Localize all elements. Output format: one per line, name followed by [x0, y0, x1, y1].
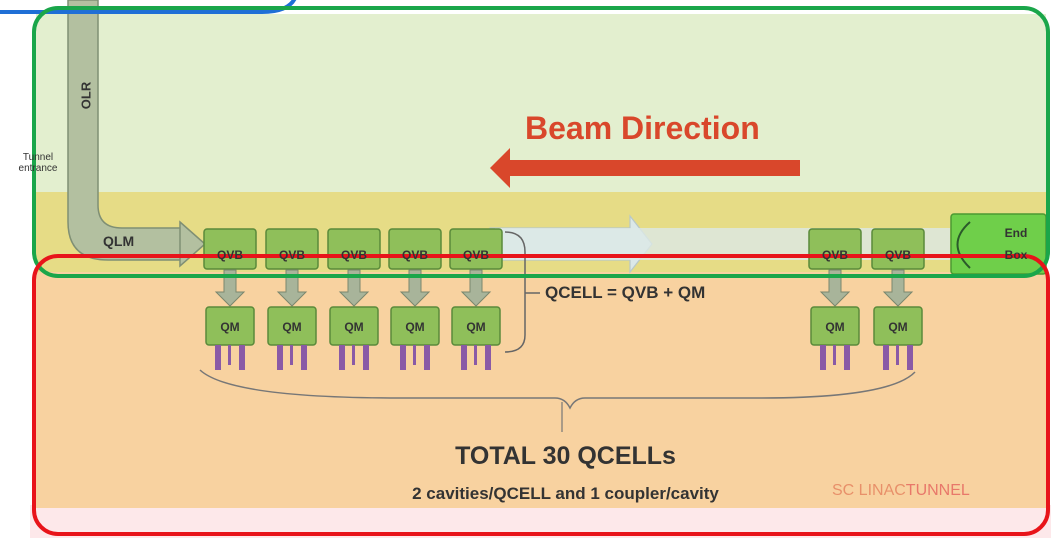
- qvb-label: QVB: [278, 248, 305, 262]
- qvb-box: [449, 228, 503, 270]
- end-box-line1: End: [1004, 226, 1028, 240]
- coupler: [413, 345, 416, 365]
- cavity-right: [301, 345, 307, 370]
- cavity-left: [820, 345, 826, 370]
- connector-arrow: [460, 269, 492, 307]
- cavity-left: [883, 345, 889, 370]
- connector-arrow: [338, 269, 370, 307]
- sc-linac-text: SC LINAC: [832, 482, 906, 499]
- end-box-line2: Box: [1004, 248, 1028, 262]
- red-outline-region: [32, 254, 1050, 536]
- qm-label: QM: [825, 320, 845, 334]
- sc-linac-tunnel-label: SC LINACTUNNEL: [832, 482, 970, 500]
- cavity-right: [907, 345, 913, 370]
- qvb-box: [203, 228, 257, 270]
- qvb-label: QVB: [884, 248, 911, 262]
- connector-arrow: [214, 269, 246, 307]
- cavity-left: [215, 345, 221, 370]
- coupler: [352, 345, 355, 365]
- connector-arrow: [882, 269, 914, 307]
- connector-arrow: [399, 269, 431, 307]
- green-outline-region: [32, 6, 1050, 278]
- cavity-right: [844, 345, 850, 370]
- connector-arrow: [276, 269, 308, 307]
- cavity-left: [277, 345, 283, 370]
- coupler: [474, 345, 477, 365]
- qm-label: QM: [405, 320, 425, 334]
- qvb-box: [327, 228, 381, 270]
- qm-label: QM: [888, 320, 908, 334]
- cavity-right: [485, 345, 491, 370]
- cavity-right: [239, 345, 245, 370]
- connector-arrow: [819, 269, 851, 307]
- orange-tunnel-region: [36, 262, 1046, 508]
- cavity-left: [400, 345, 406, 370]
- qm-label: QM: [344, 320, 364, 334]
- coupler: [833, 345, 836, 365]
- qm-label: QM: [282, 320, 302, 334]
- qcell-equation-label: QCELL = QVB + QM: [545, 283, 706, 302]
- end-box-arc: [956, 221, 971, 269]
- coupler: [290, 345, 293, 365]
- coupler: [228, 345, 231, 365]
- cavity-left: [339, 345, 345, 370]
- beam-direction-arrow: [490, 148, 800, 188]
- total-brace: [199, 369, 916, 410]
- qcell-modules: [203, 228, 925, 370]
- qvb-label: QVB: [216, 248, 243, 262]
- qvb-label: QVB: [462, 248, 489, 262]
- tunnel-text: TUNNEL: [905, 482, 970, 499]
- qm-label: QM: [466, 320, 486, 334]
- qvb-label: QVB: [401, 248, 428, 262]
- total-qcells-label: TOTAL 30 QCELLs: [455, 442, 676, 470]
- subtitle-label: 2 cavities/QCELL and 1 coupler/cavity: [412, 484, 719, 503]
- qvb-label: QVB: [821, 248, 848, 262]
- qvb-box: [388, 228, 442, 270]
- tunnel-entrance-label: Tunnel entrance: [18, 152, 58, 174]
- cavity-right: [424, 345, 430, 370]
- cavity-right: [363, 345, 369, 370]
- coupler: [896, 345, 899, 365]
- qm-label: QM: [220, 320, 240, 334]
- olr-label: OLR: [78, 81, 94, 110]
- qvb-label: QVB: [340, 248, 367, 262]
- cavity-left: [461, 345, 467, 370]
- qlm-label: QLM: [103, 233, 135, 249]
- qvb-box: [265, 228, 319, 270]
- qvb-box: [871, 228, 925, 270]
- qvb-box: [808, 228, 862, 270]
- beam-direction-label: Beam Direction: [525, 110, 760, 146]
